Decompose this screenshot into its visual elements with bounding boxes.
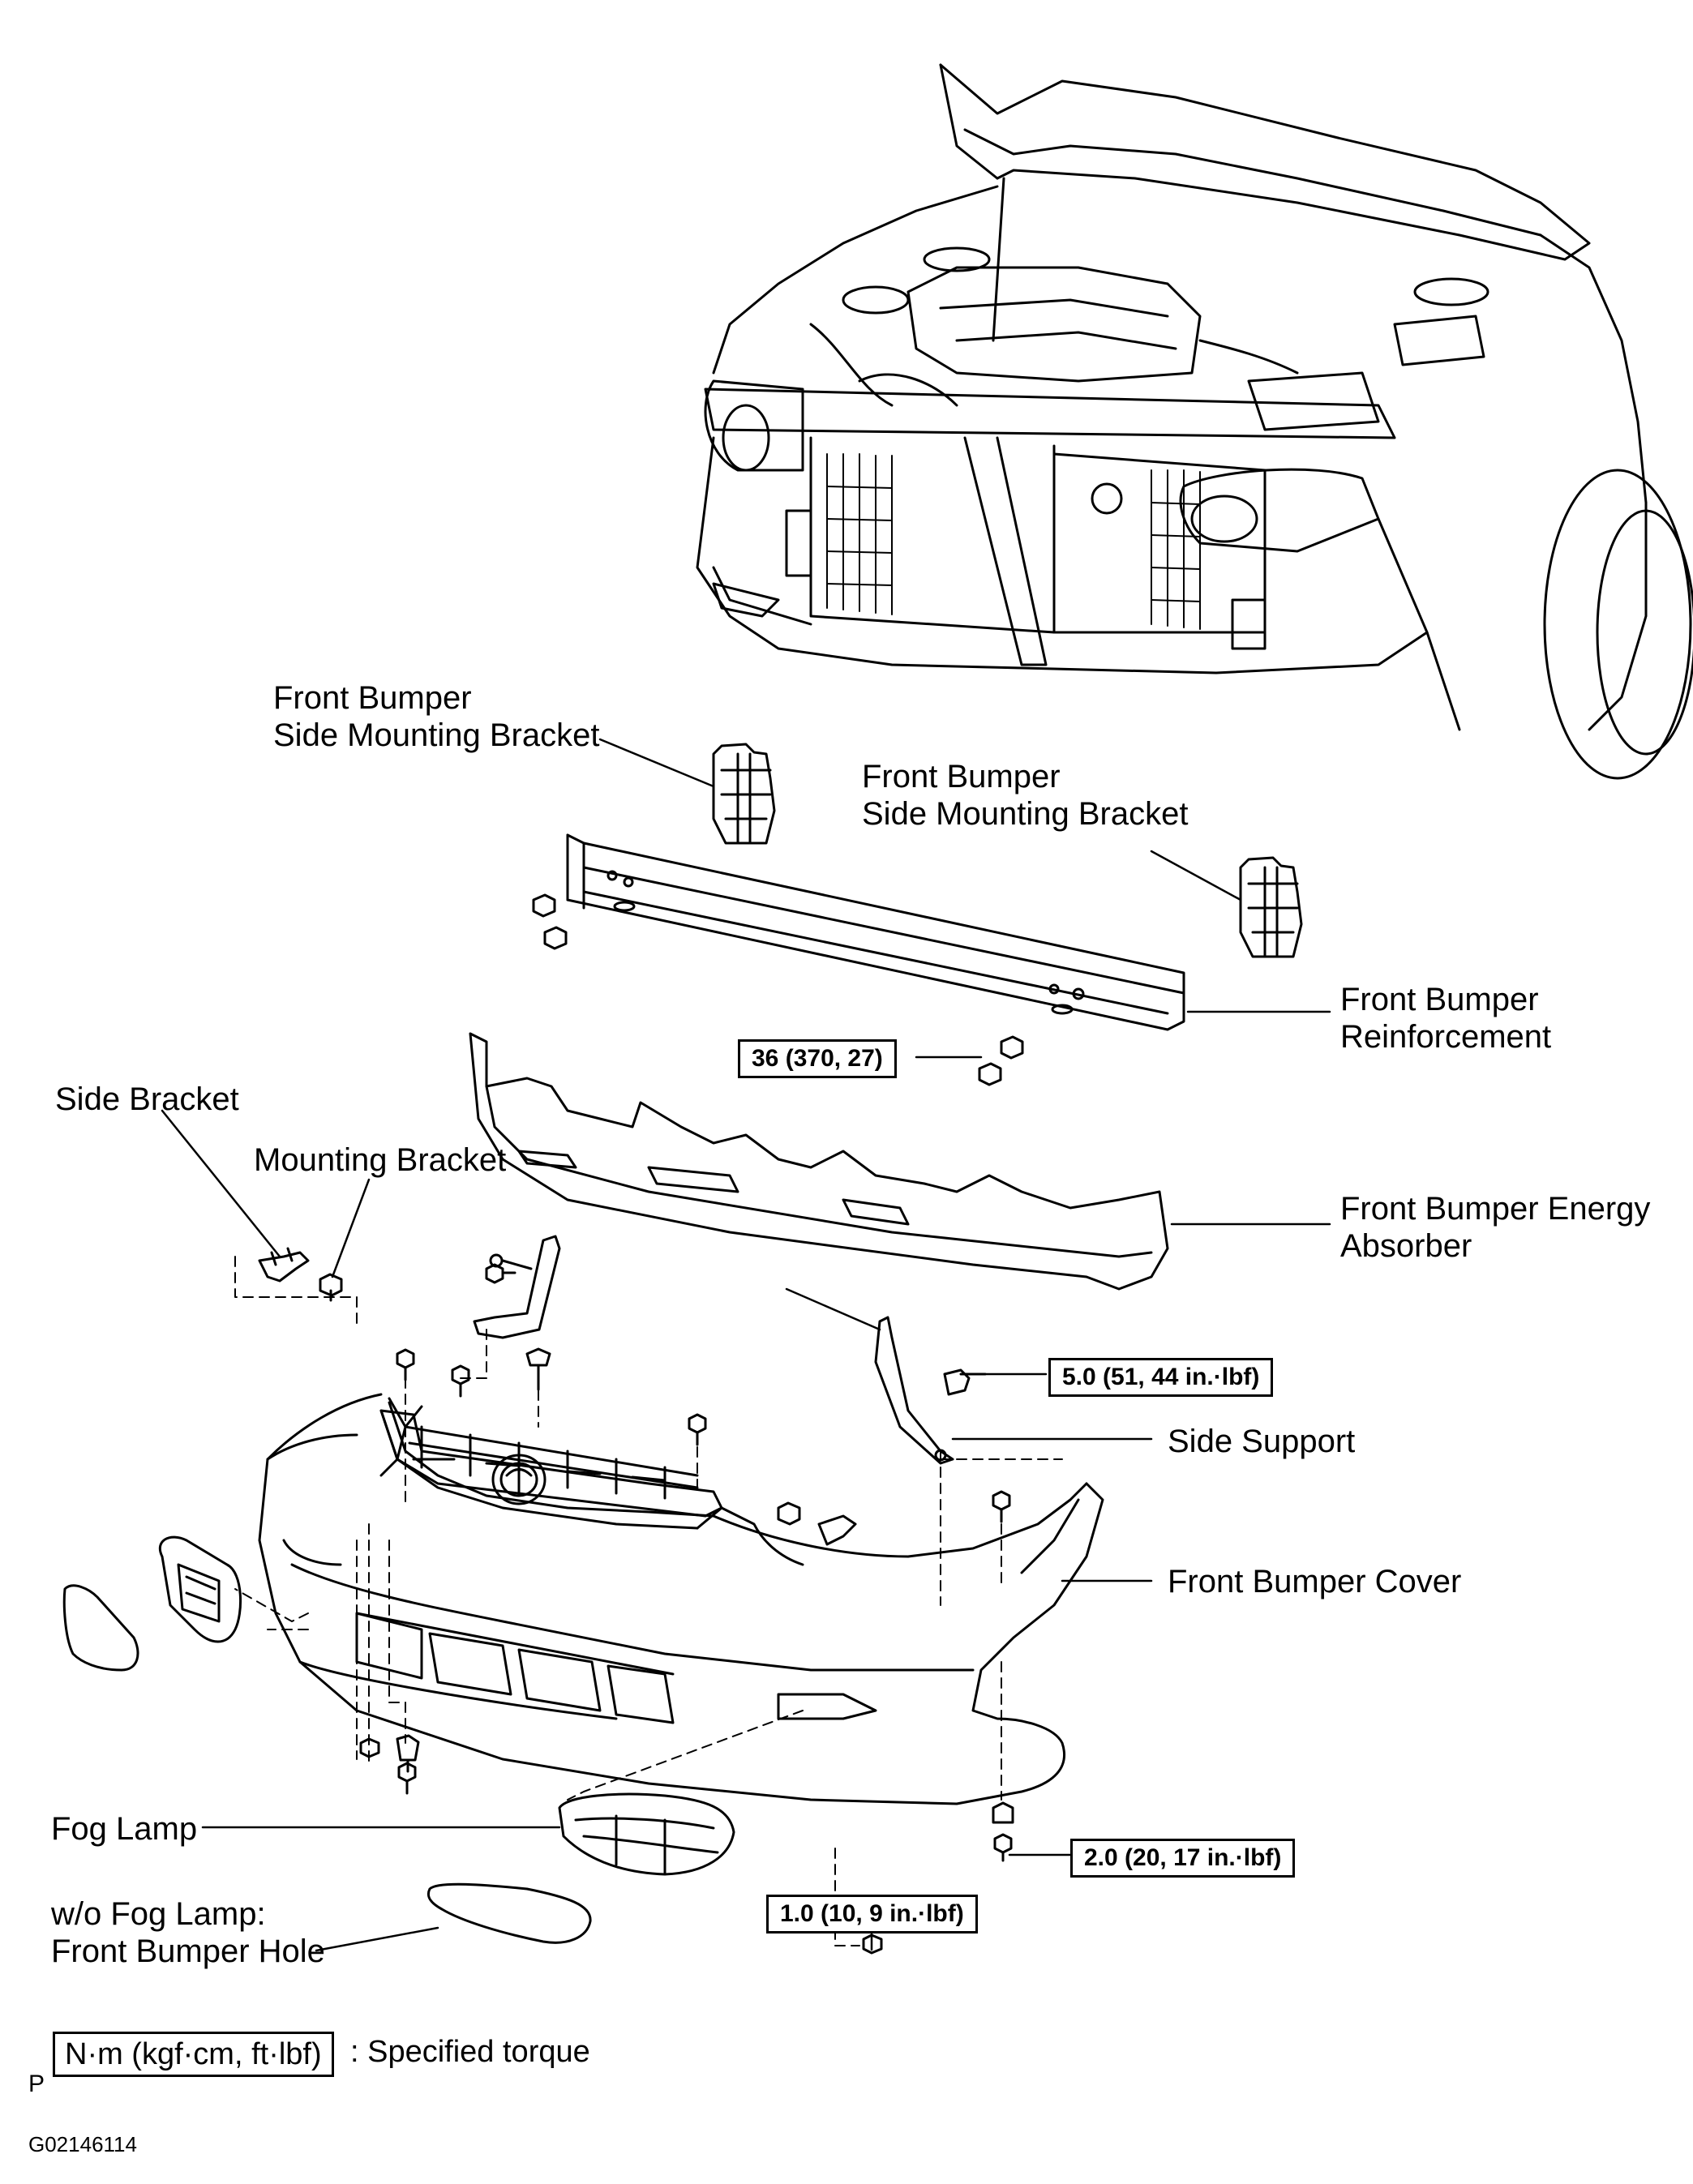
figure-id: G02146114 (28, 2132, 137, 2156)
reinforcement-nuts (532, 893, 1024, 1086)
label-line: Front Bumper (1340, 982, 1539, 1017)
lower-fasteners (359, 1734, 1014, 1955)
bumper-hole-cover-lower (426, 1882, 592, 1944)
side-support-left (473, 1235, 561, 1339)
label-reinforcement: Front Bumper Reinforcement (1340, 981, 1551, 1056)
torque-fog-lamp-nut: 1.0 (10, 9 in.·lbf) (766, 1895, 978, 1933)
label-side-mounting-bracket-right: Front Bumper Side Mounting Bracket (862, 758, 1188, 833)
label-line: Side Mounting Bracket (862, 796, 1189, 832)
label-front-bumper-hole: w/o Fog Lamp: Front Bumper Hole (51, 1895, 325, 1970)
label-energy-absorber: Front Bumper Energy Absorber (1340, 1190, 1650, 1265)
label-side-bracket: Side Bracket (55, 1081, 239, 1117)
label-line: w/o Fog Lamp: (51, 1896, 266, 1932)
label-line: Reinforcement (1340, 1019, 1552, 1055)
vehicle-front-illustration (696, 63, 1693, 780)
side-support-right (874, 1316, 987, 1465)
label-line: Front Bumper Energy (1340, 1191, 1651, 1227)
side-mounting-bracket-right (1239, 856, 1303, 958)
torque-side-support-bolt: 5.0 (51, 44 in.·lbf) (1048, 1358, 1274, 1397)
fog-lamp-lower (558, 1792, 735, 1876)
legend-prefix: P (28, 2071, 45, 2097)
label-fog-lamp: Fog Lamp (51, 1811, 198, 1847)
front-bumper-energy-absorber (469, 1032, 1169, 1291)
front-bumper-cover (258, 1393, 1104, 1805)
label-front-bumper-cover: Front Bumper Cover (1168, 1564, 1462, 1599)
bumper-hole-cover-left (62, 1584, 139, 1672)
label-line: Side Mounting Bracket (273, 717, 600, 753)
cover-fasteners (396, 1263, 1011, 1546)
assembly-dashed-lines (234, 1329, 1063, 1946)
label-mounting-bracket: Mounting Bracket (254, 1142, 507, 1178)
label-side-support: Side Support (1168, 1424, 1356, 1459)
label-line: Front Bumper (273, 680, 472, 716)
fog-lamp-left (158, 1535, 242, 1643)
torque-lower-bolt: 2.0 (20, 17 in.·lbf) (1070, 1839, 1296, 1878)
side-bracket (258, 1247, 310, 1283)
torque-reinforcement-nut: 36 (370, 27) (738, 1039, 897, 1078)
radiator-grille (379, 1409, 723, 1518)
side-mounting-bracket-left (712, 743, 776, 845)
label-line: Absorber (1340, 1228, 1472, 1264)
front-bumper-reinforcement (566, 833, 1185, 1031)
legend-unit-box: N·m (kgf·cm, ft·lbf) (53, 2032, 334, 2077)
label-side-mounting-bracket-left: Front Bumper Side Mounting Bracket (273, 679, 599, 754)
mounting-bracket (319, 1273, 343, 1302)
legend-text: : Specified torque (350, 2035, 590, 2069)
label-line: Front Bumper (862, 759, 1061, 794)
leader-lines (161, 738, 1331, 1952)
label-line: Front Bumper Hole (51, 1933, 325, 1969)
